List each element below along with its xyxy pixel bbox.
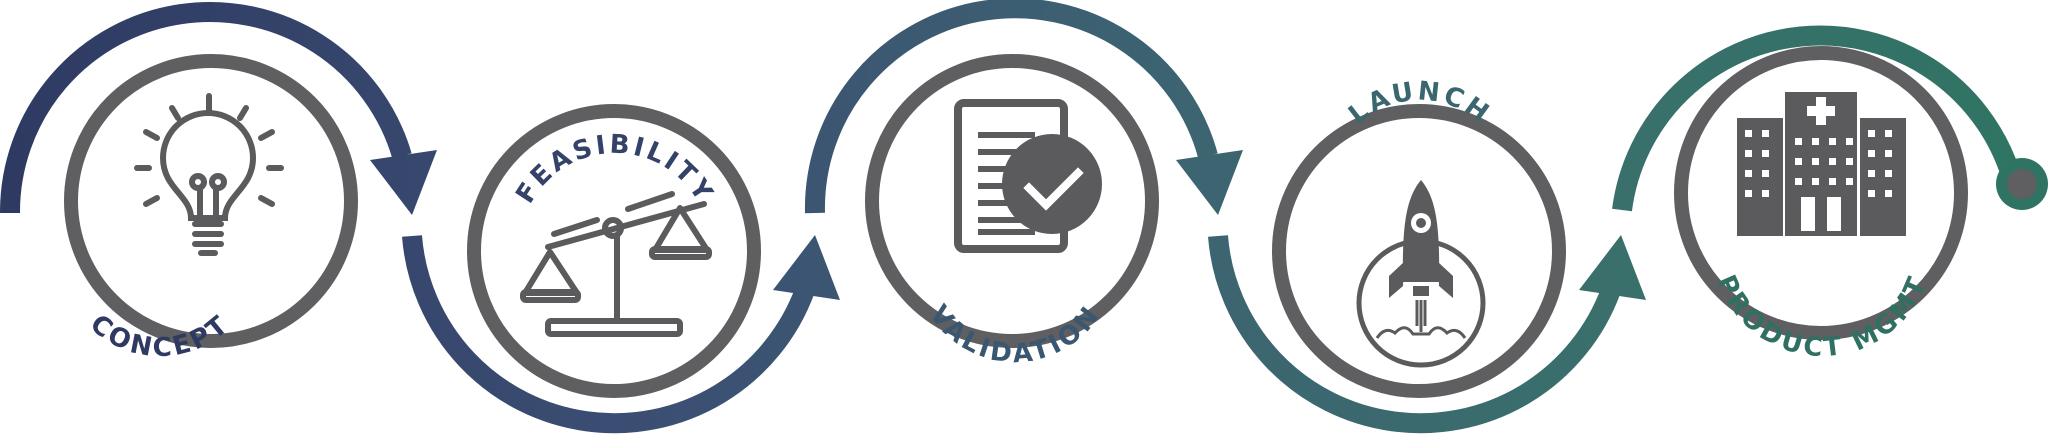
stage-label-feasibility: FEASIBILITY [510,130,719,209]
building-window [1846,158,1853,165]
building-window [1829,178,1836,185]
building-window [1829,138,1836,145]
building-window [1762,150,1769,157]
building-window [1812,178,1819,185]
stage-ring-validation [865,54,1159,348]
stage-ring-product-mgmt [1674,46,1968,340]
building-window [1846,178,1853,185]
stage-rings [64,46,1968,398]
building-window [1885,170,1892,177]
building-window [1846,138,1853,145]
building-window [1885,150,1892,157]
building-window [1868,190,1875,197]
rocket-icon [1356,180,1486,368]
building-window [1868,170,1875,177]
building-window [1829,158,1836,165]
balance-scale-icon [520,191,712,337]
building-window [1795,138,1802,145]
building-window [1762,130,1769,137]
flow-arrow-2 [402,235,815,434]
flow-arrow-4 [1208,235,1621,434]
building-window [1885,190,1892,197]
end-dot-inner [2007,169,2037,199]
arrowhead-3 [1176,150,1243,215]
building-window [1762,190,1769,197]
arrowheads [370,150,1646,300]
flow-arrows [0,0,2020,434]
building-window [1745,130,1752,137]
building-window [1762,170,1769,177]
building-window [1885,130,1892,137]
checked-document-icon [954,99,1102,253]
arrowhead-2 [773,235,840,300]
flow-arrow-3 [804,0,1218,214]
arrowhead-4 [1579,235,1646,300]
stage-ring-concept [64,54,358,348]
stage-ring-launch [1272,104,1566,398]
building-window [1795,178,1802,185]
building-window [1745,170,1752,177]
building-window [1868,150,1875,157]
building-window [1812,138,1819,145]
stage-label-concept: CONCEPT [84,309,236,363]
building-window [1812,158,1819,165]
stage-label-product-mgmt: PRODUCT MGMT [1710,271,1933,364]
building-window [1795,158,1802,165]
building-icon [1737,92,1906,236]
arrowhead-1 [370,150,437,215]
building-window [1745,190,1752,197]
stage-label-launch: LAUNCH [1343,76,1496,130]
flow-arrow-1 [0,1,412,214]
building-window [1868,130,1875,137]
lightbulb-icon [134,93,284,256]
stage-ring-feasibility [467,104,761,398]
building-window [1745,150,1752,157]
flow-arrow-5 [1612,25,2020,212]
